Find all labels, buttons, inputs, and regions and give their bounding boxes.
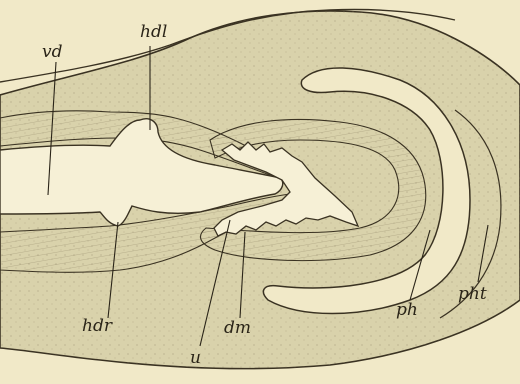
label-u: u xyxy=(190,350,201,367)
label-pht: pht xyxy=(458,286,487,303)
label-vd: vd xyxy=(42,44,63,61)
label-ph: ph xyxy=(396,302,418,319)
label-hdr: hdr xyxy=(82,318,112,335)
label-dm: dm xyxy=(224,320,251,337)
label-hdl: hdl xyxy=(140,24,167,41)
